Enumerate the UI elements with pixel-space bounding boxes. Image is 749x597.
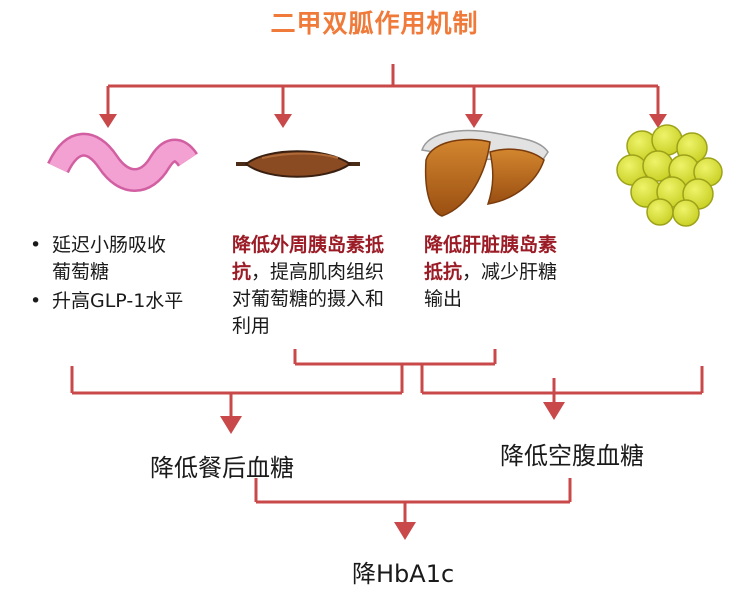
arrowhead-fasting: [543, 402, 565, 420]
muscle-effect-rest: ，提高肌肉组织 对葡萄糖的摄入和 利用: [232, 261, 385, 337]
arrowhead-fat: [649, 114, 667, 128]
liver-icon: [421, 129, 549, 217]
gut-effect-item: 升高GLP-1水平: [30, 288, 183, 315]
page-title: 二甲双胍作用机制: [270, 9, 479, 38]
gut-effect-item: 延迟小肠吸收 葡萄糖: [30, 232, 183, 286]
liver-effect-text: 降低肝脏胰岛素 抵抗，减少肝糖 输出: [424, 232, 594, 313]
muscle-icon: [236, 150, 360, 178]
postprandial-glucose-result: 降低餐后血糖: [150, 454, 294, 482]
arrowhead-hba1c: [394, 522, 416, 540]
middle-bracket: [293, 349, 497, 393]
postprandial-bracket: [70, 366, 402, 418]
arrowhead-liver: [465, 114, 483, 128]
top-distribution-bracket: [106, 64, 660, 118]
intestine-icon: [47, 132, 198, 192]
fat-cells-icon: [616, 124, 723, 227]
hba1c-bracket: [254, 478, 572, 524]
arrowhead-muscle: [274, 114, 292, 128]
muscle-effect-highlight: 降低外周胰岛素抵 抗: [232, 234, 385, 283]
fasting-bracket: [422, 366, 704, 404]
hba1c-result: 降HbA1c: [352, 560, 455, 588]
muscle-effect-text: 降低外周胰岛素抵 抗，提高肌肉组织 对葡萄糖的摄入和 利用: [232, 232, 412, 340]
arrowhead-gut: [99, 114, 117, 128]
liver-effect-rest: ，减少肝糖 输出: [424, 261, 558, 310]
fasting-glucose-result: 降低空腹血糖: [500, 442, 644, 470]
arrowhead-postprandial: [220, 416, 242, 434]
gut-effects-list: 延迟小肠吸收 葡萄糖升高GLP-1水平: [30, 232, 183, 317]
top-arrowheads: [99, 114, 667, 128]
liver-effect-highlight: 降低肝脏胰岛素 抵抗: [424, 234, 558, 283]
